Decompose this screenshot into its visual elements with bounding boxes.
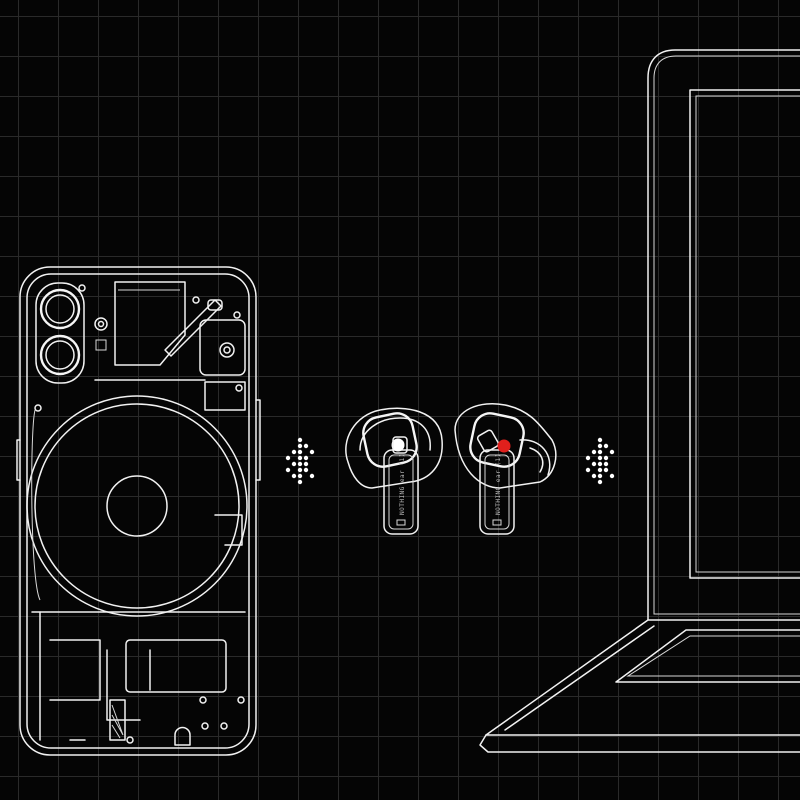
laptop-outline — [479, 49, 800, 753]
left-earbud-label: NOTHING ear (1) — [399, 453, 406, 515]
right-earbud-label: NOTHING ear (1) — [495, 453, 502, 515]
charging-ring — [26, 395, 248, 617]
camera-module — [35, 282, 85, 384]
bluetooth-icon — [585, 437, 615, 485]
bluetooth-icon — [285, 437, 315, 485]
right-earbud: NOTHING ear (1) — [454, 403, 557, 535]
red-indicator-dot — [497, 439, 511, 453]
phone-outline — [16, 266, 261, 756]
left-earbud: NOTHING ear (1) — [345, 407, 443, 535]
